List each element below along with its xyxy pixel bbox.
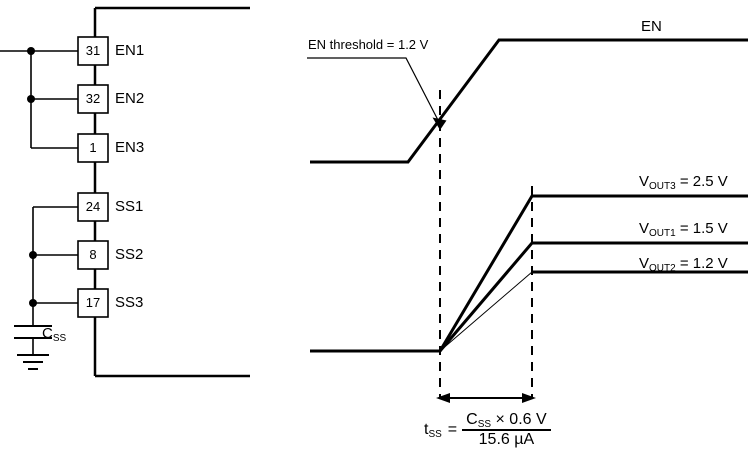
junction-dot-en2 [27, 95, 35, 103]
vout2-label: VOUT2 = 1.2 V [639, 255, 728, 274]
pin-label-ss2: SS2 [115, 246, 144, 263]
tss-formula-lhs-subscript: SS [428, 429, 442, 440]
capacitor-label-subscript: SS [52, 333, 67, 344]
vout3-name: V [639, 173, 650, 190]
capacitor-label: CSS [42, 325, 67, 344]
pin-label-ss3: SS3 [115, 294, 144, 311]
timing-waveforms [307, 38, 748, 403]
pin-label-en3: EN3 [115, 139, 145, 156]
tss-formula-fraction-bar [462, 429, 551, 431]
tss-formula-numerator-subscript: SS [477, 419, 492, 430]
pin-number-ss2: 8 [89, 247, 97, 262]
tss-formula-lhs: tSS [424, 421, 442, 440]
vout2-name: V [639, 255, 650, 272]
junction-dot-en1 [27, 47, 35, 55]
vout1-subscript: OUT1 [649, 228, 676, 239]
vout3-value: = 2.5 V [679, 173, 728, 190]
tss-formula-equals: = [447, 421, 458, 438]
pin-box-en1 [77, 36, 109, 66]
pin-number-en3: 1 [89, 140, 97, 155]
waveform-en [310, 38, 748, 164]
tss-formula-denominator: 15.6 µA [478, 431, 535, 448]
tss-formula: tSS = CSS × 0.6 V 15.6 µA [424, 412, 551, 448]
threshold-annotation-leader [307, 57, 441, 125]
vout1-name: V [639, 220, 650, 237]
vout1-value: = 1.5 V [679, 220, 728, 237]
waveform-vout3 [438, 194, 748, 352]
threshold-annotation-arrowhead [432, 117, 447, 130]
pin-number-en2: 32 [85, 91, 101, 106]
pin-box-ss2 [77, 240, 109, 270]
vout1-label: VOUT1 = 1.5 V [639, 220, 728, 239]
pin-box-ss1 [77, 192, 109, 222]
vout2-value: = 1.2 V [679, 255, 728, 272]
waveform-vout1 [438, 241, 748, 352]
pin-label-en2: EN2 [115, 90, 145, 107]
pin-box-en3 [77, 133, 109, 163]
tss-arrowhead-left [436, 393, 450, 403]
junction-dot-ss2 [29, 251, 37, 259]
tss-formula-lhs-main: t [424, 421, 429, 438]
tss-formula-fraction: CSS × 0.6 V 15.6 µA [462, 412, 551, 448]
pin-number-ss3: 17 [85, 295, 101, 310]
waveform-vout2-ramp [439, 271, 533, 352]
junction-dot-ss3 [29, 299, 37, 307]
pin-number-ss1: 24 [85, 199, 101, 214]
pin-number-en1: 31 [85, 43, 101, 58]
circuit-schematic [0, 6, 250, 378]
pin-box-en2 [77, 84, 109, 114]
vout3-label: VOUT3 = 2.5 V [639, 173, 728, 192]
pin-label-ss1: SS1 [115, 198, 144, 215]
vout2-subscript: OUT2 [649, 263, 676, 274]
tss-formula-numerator: CSS × 0.6 V [462, 411, 551, 430]
tss-formula-numerator-main: C [466, 411, 478, 428]
vout3-subscript: OUT3 [649, 181, 676, 192]
en-signal-label: EN [641, 18, 662, 35]
pin-label-en1: EN1 [115, 42, 145, 59]
tss-arrowhead-right [522, 393, 536, 403]
capacitor-label-main: C [42, 325, 53, 342]
pin-box-ss3 [77, 288, 109, 318]
tss-formula-numerator-rest: × 0.6 V [495, 411, 547, 428]
en-threshold-annotation: EN threshold = 1.2 V [308, 37, 429, 52]
